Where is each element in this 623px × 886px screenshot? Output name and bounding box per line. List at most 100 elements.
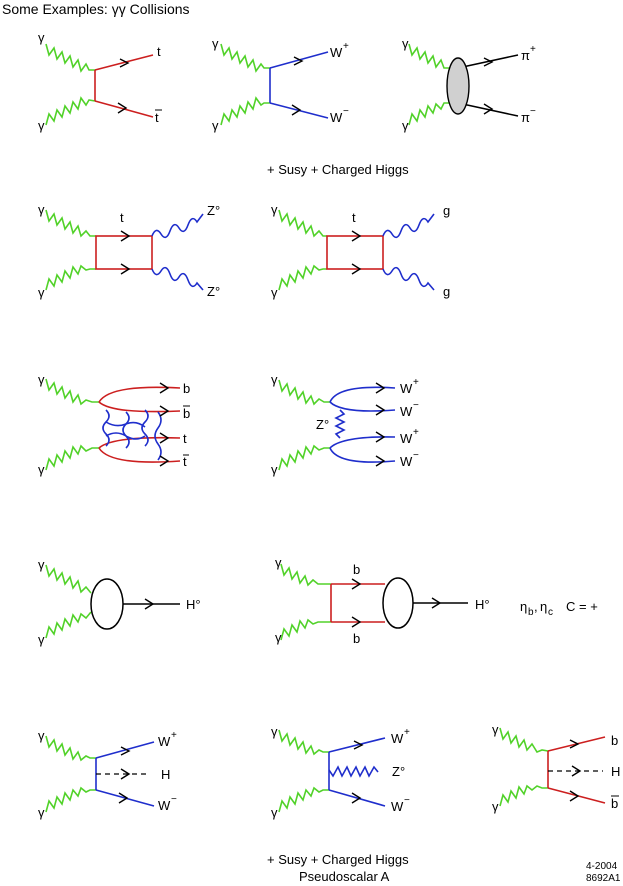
page-title: Some Examples: γγ Collisions: [2, 1, 190, 17]
svg-text:γ: γ: [38, 462, 45, 477]
photon-line: [408, 43, 452, 69]
quark-box: [326, 235, 384, 270]
svg-text:−: −: [343, 106, 349, 117]
arrow-icon: [351, 578, 362, 590]
svg-text:W: W: [391, 799, 404, 814]
svg-text:γ: γ: [212, 36, 219, 51]
bound-state-blob: [382, 577, 414, 629]
svg-text:+: +: [413, 427, 419, 438]
diagram-pipi: γ γ π + π −: [402, 36, 536, 133]
form-factor-blob: [446, 57, 470, 115]
diagram-wwww: γ γ Z° W + W − W + W −: [271, 372, 419, 477]
svg-text:W: W: [400, 431, 413, 446]
svg-text:b: b: [528, 607, 534, 618]
label-t: t: [157, 44, 161, 59]
gluon-line: [105, 421, 146, 428]
photon-line: [280, 563, 331, 587]
svg-text:H°: H°: [475, 597, 490, 612]
quark-line: [94, 54, 154, 71]
svg-text:−: −: [413, 450, 419, 461]
svg-text:g: g: [443, 203, 450, 218]
svg-text:+: +: [171, 730, 177, 741]
svg-text:t: t: [352, 210, 356, 225]
arrow-icon: [375, 455, 386, 467]
photon-line: [45, 564, 92, 594]
label-eta-c: η: [540, 599, 547, 614]
arrow-icon: [569, 790, 580, 802]
diagram-higgs-blob: γ γ H°: [38, 557, 201, 647]
arrow-icon: [159, 455, 170, 467]
photon-line: [278, 264, 327, 291]
arrow-icon: [431, 597, 442, 609]
gluon-line: [382, 213, 435, 239]
quark-line: [98, 447, 181, 463]
arrow-icon: [159, 382, 170, 394]
svg-text:γ: γ: [402, 36, 409, 51]
svg-text:H: H: [161, 767, 170, 782]
svg-text:W: W: [158, 798, 171, 813]
arrow-icon: [375, 404, 386, 416]
separator-text: Pseudoscalar A: [299, 869, 390, 884]
gluon-line: [382, 266, 435, 291]
svg-text:+: +: [404, 727, 410, 738]
photon-line: [45, 264, 96, 291]
svg-text:γ: γ: [275, 630, 282, 645]
w-boson-line: [329, 386, 396, 403]
photon-line: [45, 96, 96, 126]
photon-line: [499, 727, 549, 753]
gluon-line: [154, 411, 162, 461]
photon-line: [45, 611, 92, 639]
svg-text:W: W: [391, 731, 404, 746]
label-wminus: W: [330, 110, 343, 125]
photon-line: [278, 444, 330, 471]
arrow-icon: [120, 768, 131, 780]
diagram-wwh: γ γ W + H W −: [38, 728, 177, 820]
svg-text:γ: γ: [275, 555, 282, 570]
arrow-icon: [375, 431, 386, 443]
arrow-icon: [375, 382, 386, 394]
diagram-eta-blob: γ γ b b H° η b , η c C = +: [275, 555, 598, 646]
w-boson-line: [329, 401, 396, 412]
arrow-icon: [351, 616, 362, 628]
separator-text: + Susy + Charged Higgs: [267, 162, 409, 177]
photon-line: [220, 96, 270, 126]
arrow-icon: [353, 740, 364, 750]
arrow-icon: [120, 230, 131, 242]
arrow-icon: [119, 58, 130, 68]
footer-date: 4-2004: [586, 861, 618, 872]
svg-text:Z°: Z°: [316, 417, 329, 432]
svg-text:W: W: [400, 454, 413, 469]
photon-line: [220, 43, 270, 73]
photon-line: [45, 378, 99, 406]
arrow-icon: [159, 405, 170, 417]
photon-line: [408, 102, 452, 126]
diagram-bbh: γ γ b H b: [492, 722, 620, 814]
arrow-icon: [293, 56, 304, 66]
svg-text:+: +: [413, 377, 419, 388]
diagram-wwz: γ γ W + Z° W −: [271, 724, 410, 820]
svg-text:W: W: [400, 381, 413, 396]
diagram-bbtt: γ γ b b t t: [38, 372, 190, 477]
svg-text:γ: γ: [492, 722, 499, 737]
svg-text:c: c: [548, 607, 553, 618]
svg-text:γ: γ: [38, 728, 45, 743]
gluon-line: [102, 409, 110, 447]
svg-text:γ: γ: [38, 202, 45, 217]
svg-text:t: t: [183, 454, 187, 469]
arrow-icon: [483, 57, 494, 67]
svg-text:b: b: [353, 631, 360, 646]
photon-line: [45, 444, 99, 471]
svg-text:γ: γ: [38, 372, 45, 387]
arrow-icon: [117, 102, 128, 114]
photon-line: [278, 729, 329, 756]
arrow-icon: [571, 765, 582, 777]
diagram-ttbar: γ γ t t: [38, 30, 162, 133]
svg-text:−: −: [413, 400, 419, 411]
svg-text:Z°: Z°: [392, 764, 405, 779]
svg-text:γ: γ: [271, 805, 278, 820]
svg-text:γ: γ: [492, 799, 499, 814]
svg-text:b: b: [353, 562, 360, 577]
svg-text:W: W: [158, 734, 171, 749]
loop-blob: [90, 578, 124, 630]
